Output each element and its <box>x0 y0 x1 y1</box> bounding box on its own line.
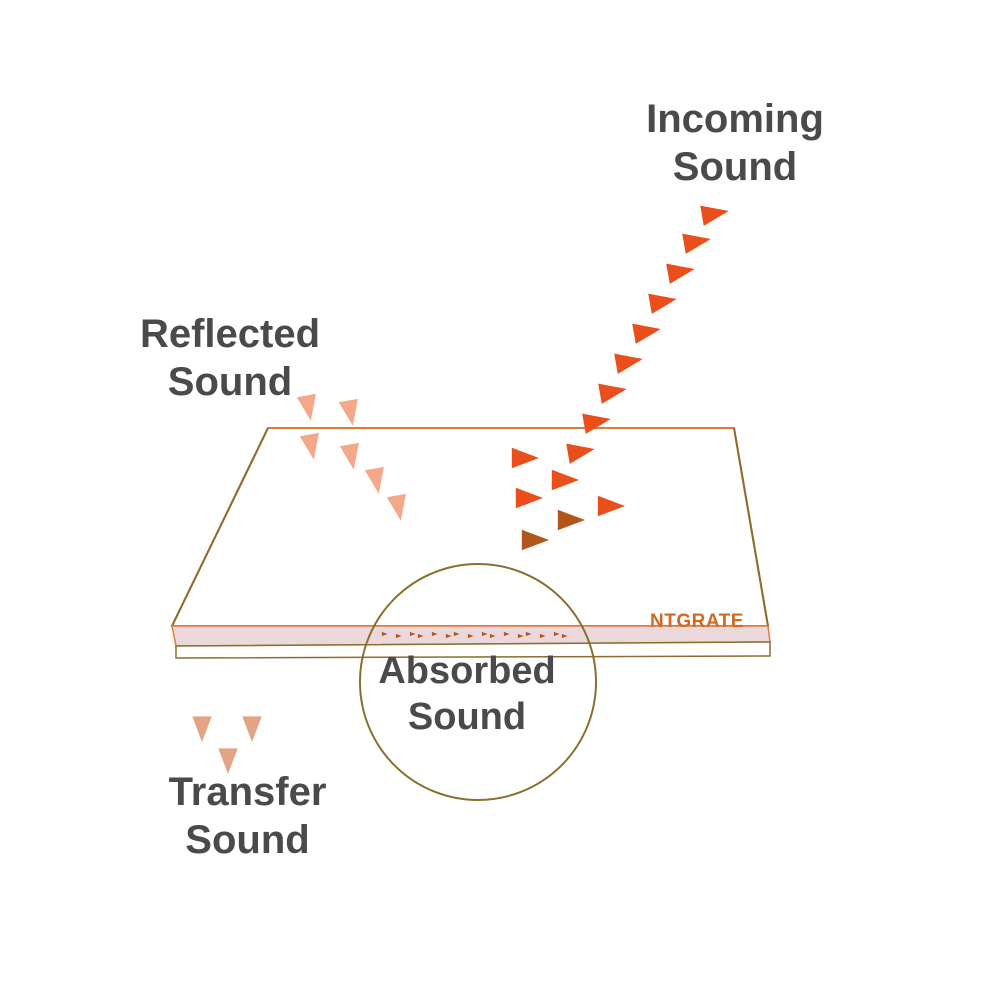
transfer-arrow <box>218 748 238 774</box>
absorbed-sound-label: Absorbed Sound <box>372 648 562 740</box>
incoming-cluster-arrow <box>515 487 543 509</box>
incoming-arrow <box>566 443 595 464</box>
incoming-cluster-arrow <box>597 495 625 517</box>
absorbed-arrow <box>467 633 474 639</box>
absorbed-arrow <box>481 631 488 637</box>
absorbed-arrow <box>453 631 460 637</box>
reflected-arrow <box>338 398 358 426</box>
absorbed-arrow <box>381 631 388 637</box>
absorption-circle <box>359 563 597 801</box>
brand-logo: NTGRATE <box>650 611 744 632</box>
absorbed-arrows <box>381 631 568 639</box>
incoming-arrow <box>598 383 627 404</box>
absorbed-arrow <box>525 631 532 637</box>
reflected-arrow <box>364 466 384 494</box>
incoming-arrow <box>700 205 729 226</box>
incoming-sound-label: Incoming Sound <box>640 95 830 191</box>
absorbed-arrow <box>395 633 402 639</box>
reflected-arrow <box>299 432 319 460</box>
incoming-arrow <box>614 353 643 374</box>
incoming-arrow <box>682 233 711 254</box>
incoming-arrow <box>648 293 677 314</box>
incoming-arrows <box>511 205 729 551</box>
absorbed-arrow <box>553 631 560 637</box>
reflected-sound-label-line1: Reflected <box>139 312 321 356</box>
incoming-sound-label-line1: Incoming <box>646 97 824 141</box>
transfer-arrow <box>192 716 212 742</box>
incoming-cluster-arrow <box>521 529 549 551</box>
panel-right-edge <box>733 427 769 627</box>
reflected-sound-label-line2: Sound <box>167 360 293 404</box>
panel-bottom-layer <box>175 641 771 659</box>
panel-left-edge <box>171 427 269 627</box>
incoming-arrow <box>582 413 611 434</box>
absorbed-sound-label-line1: Absorbed <box>378 650 556 692</box>
absorbed-arrow <box>539 633 546 639</box>
reflected-arrow <box>339 442 359 470</box>
incoming-arrow <box>632 323 661 344</box>
transfer-arrows <box>192 716 262 774</box>
absorbed-arrow <box>561 633 568 639</box>
incoming-arrow <box>666 263 695 284</box>
absorbed-arrow <box>445 633 452 639</box>
reflected-arrow <box>296 393 316 421</box>
reflected-arrows <box>296 393 406 521</box>
incoming-sound-label-line2: Sound <box>672 145 798 189</box>
transfer-sound-label: Transfer Sound <box>160 768 335 864</box>
transfer-sound-label-line2: Sound <box>185 818 310 862</box>
absorbed-sound-label-line2: Sound <box>407 696 527 738</box>
reflected-arrow <box>386 493 406 521</box>
incoming-cluster-arrow <box>511 447 539 469</box>
absorbed-arrow <box>517 633 524 639</box>
absorbed-arrow <box>409 631 416 637</box>
absorbed-arrow <box>503 631 510 637</box>
transfer-arrow <box>242 716 262 742</box>
transfer-sound-label-line1: Transfer <box>168 770 327 814</box>
absorbed-arrow <box>489 633 496 639</box>
incoming-cluster-arrow <box>557 509 585 531</box>
absorbed-arrow <box>431 631 438 637</box>
absorbed-arrow <box>417 633 424 639</box>
reflected-sound-label: Reflected Sound <box>130 310 330 406</box>
incoming-cluster-arrow <box>551 469 579 491</box>
panel-top-surface <box>170 427 770 627</box>
